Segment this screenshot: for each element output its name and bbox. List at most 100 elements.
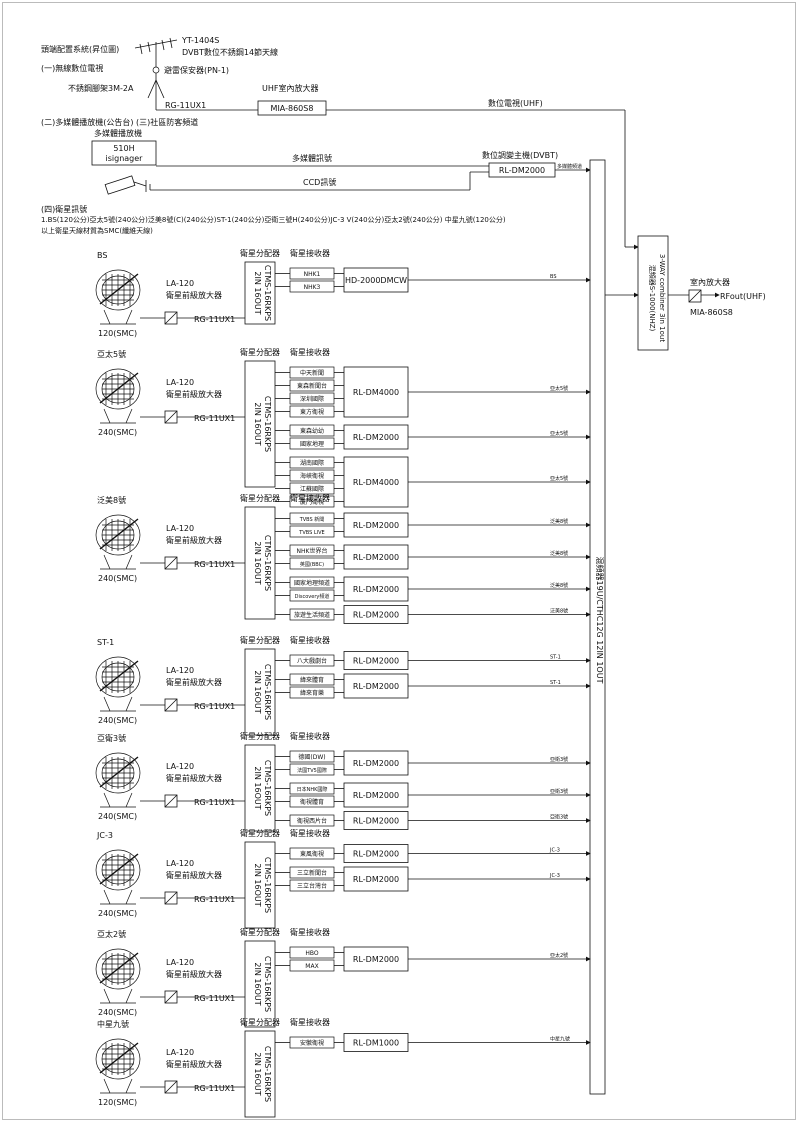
antenna-model: YT-1404S <box>181 36 219 45</box>
main-mixer-label: 混頻器19U/CTHC12G 12IN 1OUT <box>595 557 605 684</box>
modulator-model: RL-DM2000 <box>353 759 399 768</box>
satellite-name: 亞太2號 <box>97 929 126 939</box>
multimedia-signal-label: 多媒體訊號 <box>292 153 332 163</box>
satellite-name: BS <box>97 251 107 260</box>
splitter-model-1: 2IN 16OUT <box>253 541 262 584</box>
channel-label: 緯來育樂 <box>300 689 324 697</box>
receiver-label: 衛星接收器 <box>290 248 330 258</box>
satellite-dish-icon <box>95 368 141 424</box>
receiver-label: 衛星接收器 <box>290 347 330 357</box>
dish-size: 240(SMC) <box>98 428 137 437</box>
digital-tv-label: 數位電視(UHF) <box>488 98 543 108</box>
modulator-box <box>343 267 409 293</box>
output-label: 亞衛3號 <box>550 756 568 763</box>
modulator-box <box>343 750 409 776</box>
splitter-label: 衛星分配器 <box>240 635 280 645</box>
satellite-name: ST-1 <box>97 638 114 647</box>
section-terrestrial: (一)無線數位電視 <box>41 63 103 73</box>
channel-label: 英國(BBC) <box>300 561 324 568</box>
dvbt-model: RL-DM2000 <box>499 166 545 175</box>
satellite-block: 中星九號120(SMC)LA-120衛星前級放大器RG-11UX1衛星分配器2I… <box>95 1017 591 1118</box>
satellite-block: BS120(SMC)LA-120衛星前級放大器RG-11UX1衛星分配器2IN … <box>95 248 591 338</box>
uhf-amp-label: UHF室內放大器 <box>262 83 318 93</box>
channel-label: 安徽衛視 <box>300 1039 324 1047</box>
combiner-section: 混頻器S-1000(NHZ) 3-WAY combiner 3in 1out 室… <box>605 235 766 351</box>
modulator-model: RL-DM2000 <box>353 433 399 442</box>
satellite-list: 1.BS(120公分)亞太5號(240公分)泛美8號(C)(240公分)ST-1… <box>41 215 506 224</box>
receiver-label: 衛星接收器 <box>290 1017 330 1027</box>
satellite-dish-icon <box>95 948 141 1004</box>
player-model-2: isignager <box>106 154 144 163</box>
modulator-model: RL-DM2000 <box>353 553 399 562</box>
lna-model: LA-120 <box>166 378 194 387</box>
channel-label: 國家地理 <box>300 440 324 448</box>
channel-label: 深圳國際 <box>300 395 324 403</box>
modulator-model: RL-DM2000 <box>353 850 399 859</box>
lna-model: LA-120 <box>166 279 194 288</box>
modulator-model: RL-DM2000 <box>353 817 399 826</box>
modulator-box <box>343 576 409 602</box>
rf-out-label: RFout(UHF) <box>720 292 766 301</box>
satellite-name: 亞太5號 <box>97 349 126 359</box>
ccd-camera-icon <box>104 175 147 195</box>
channel-label: Discovery頻道 <box>295 593 330 600</box>
splitter-model-2: CTMS-16RKPS <box>263 265 272 321</box>
combiner-label-1: 混頻器S-1000(NHZ) <box>648 265 657 332</box>
dvbt-label: 數位調變主機(DVBT) <box>482 150 558 160</box>
splitter-box <box>244 506 276 620</box>
section-multimedia: (二)多媒體播放機(公告台) (三)社區防客頻道 <box>41 117 198 127</box>
satellite-name: 亞衛3號 <box>97 733 126 743</box>
lna-model: LA-120 <box>166 1048 194 1057</box>
lna-model: LA-120 <box>166 859 194 868</box>
modulator-model: RL-DM2000 <box>353 682 399 691</box>
output-label: 亞太5號 <box>550 385 568 392</box>
dish-size: 240(SMC) <box>98 909 137 918</box>
sat-cable-label: RG-11UX1 <box>194 798 235 807</box>
satellite-block: 亞衛3號240(SMC)LA-120衛星前級放大器RG-11UX1衛星分配器2I… <box>95 731 591 832</box>
sat-cable-label: RG-11UX1 <box>194 1084 235 1093</box>
lna-desc: 衛星前級放大器 <box>166 389 222 399</box>
splitter-box <box>244 360 276 488</box>
splitter-label: 衛星分配器 <box>240 493 280 503</box>
section-satellite: (四)衛星訊號 <box>41 204 87 214</box>
output-label: 中星九號 <box>550 1036 570 1043</box>
channel-label: 東風衛視 <box>300 850 324 858</box>
channel-label: 海峽衛視 <box>300 472 324 480</box>
sat-cable-label: RG-11UX1 <box>194 414 235 423</box>
splitter-label: 衛星分配器 <box>240 248 280 258</box>
channel-label: NHK1 <box>304 271 321 278</box>
lna-desc: 衛星前級放大器 <box>166 1059 222 1069</box>
splitter-label: 衛星分配器 <box>240 828 280 838</box>
modulator-box <box>343 456 409 508</box>
sat-cable-label: RG-11UX1 <box>194 895 235 904</box>
output-label: 亞太2號 <box>550 952 568 959</box>
output-label: JC-3 <box>549 848 560 854</box>
terrestrial-lines <box>155 98 639 250</box>
channel-label: MAX <box>305 963 318 970</box>
channel-label: NHK世界台 <box>297 547 328 555</box>
modulator-model: RL-DM2000 <box>353 521 399 530</box>
output-label: JC-3 <box>549 873 560 879</box>
dvbt-out-label: 多媒體頻道 <box>557 163 582 170</box>
lna-desc: 衛星前級放大器 <box>166 969 222 979</box>
dish-size: 120(SMC) <box>98 1098 137 1107</box>
modulator-model: HD-2000DMCW <box>345 276 407 285</box>
satellite-block: 泛美8號240(SMC)LA-120衛星前級放大器RG-11UX1衛星分配器2I… <box>95 493 591 624</box>
main-mixer-box <box>589 159 606 1095</box>
sat-cable-label: RG-11UX1 <box>194 315 235 324</box>
channel-label: 東森幼幼 <box>300 427 324 435</box>
splitter-model-1: 2IN 16OUT <box>253 670 262 713</box>
receiver-label: 衛星接收器 <box>290 927 330 937</box>
uhf-amp-box <box>257 100 327 116</box>
satellite-block: JC-3240(SMC)LA-120衛星前級放大器RG-11UX1衛星分配器2I… <box>95 828 591 929</box>
splitter-model-2: CTMS-16RKPS <box>263 857 272 913</box>
receiver-label: 衛星接收器 <box>290 635 330 645</box>
satellite-name: 泛美8號 <box>97 495 126 505</box>
satellite-block: 亞太5號240(SMC)LA-120衛星前級放大器RG-11UX1衛星分配器2I… <box>95 347 591 508</box>
satellite-blocks: BS 120(SMC) LA-120 衛星前級放大器 RG-11UX1 衛星分配器 2IN … <box>95 248 591 1118</box>
modulator-model: RL-DM4000 <box>353 388 399 397</box>
splitter-model-1: 2IN 16OUT <box>253 863 262 906</box>
splitter-model-2: CTMS-16RKPS <box>263 535 272 591</box>
splitter-label: 衛星分配器 <box>240 731 280 741</box>
